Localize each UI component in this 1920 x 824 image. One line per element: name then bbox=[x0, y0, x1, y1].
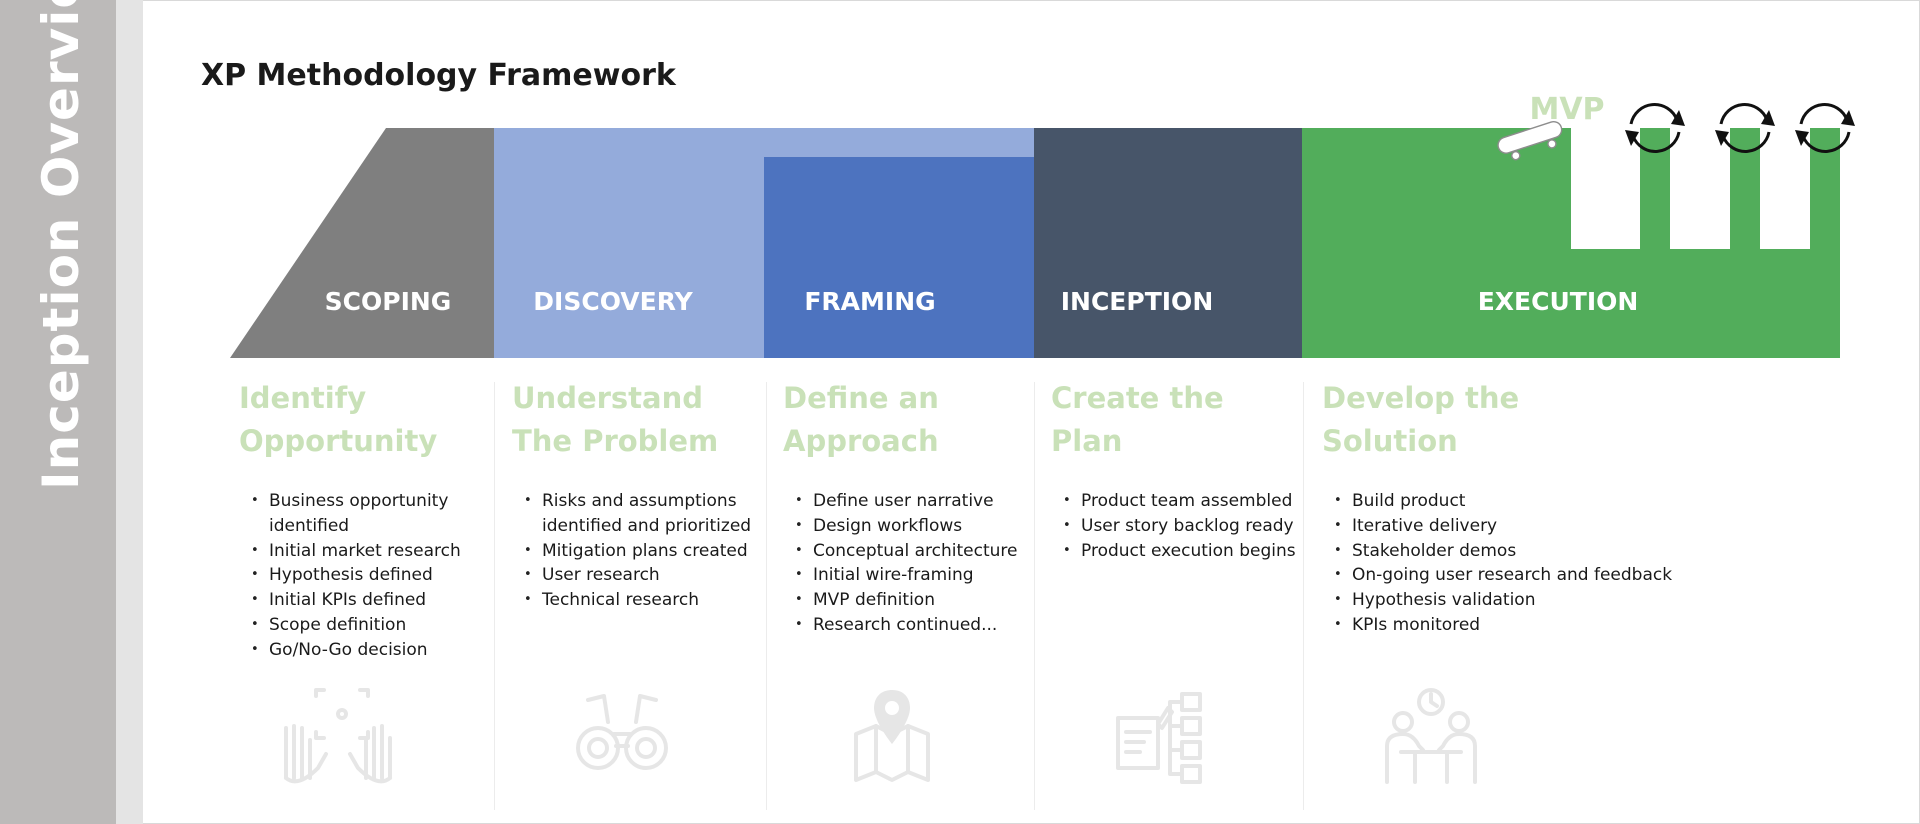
list-item: Product execution begins bbox=[1063, 539, 1301, 564]
phase-label-inception: INCEPTION bbox=[1061, 287, 1214, 316]
column-heading: Develop the Solution bbox=[1322, 381, 1520, 458]
phase-diagram: SCOPING DISCOVERY FRAMING INCEPTION EXEC… bbox=[230, 92, 1855, 358]
iteration-cycle-icon bbox=[1715, 103, 1775, 153]
list-item: User story backlog ready bbox=[1063, 514, 1301, 539]
side-band bbox=[0, 0, 116, 824]
skateboard-icon bbox=[1497, 120, 1563, 161]
list-item: Business opportunity identified bbox=[251, 489, 489, 539]
list-item: Initial market research bbox=[251, 539, 489, 564]
list-item: Product team assembled bbox=[1063, 489, 1301, 514]
mvp-label: MVP bbox=[1529, 92, 1604, 127]
phase-column-execution: Develop the Solution Build product Itera… bbox=[1322, 377, 1722, 638]
column-divider bbox=[766, 382, 767, 810]
phase-label-discovery: DISCOVERY bbox=[533, 287, 693, 316]
phase-column-scoping: Identify Opportunity Business opportunit… bbox=[239, 377, 489, 663]
phase-column-framing: Define an Approach Define user narrative… bbox=[783, 377, 1033, 638]
list-item: Iterative delivery bbox=[1334, 514, 1722, 539]
list-item: Build product bbox=[1334, 489, 1722, 514]
phase-block-inception bbox=[1034, 128, 1302, 358]
list-item: KPIs monitored bbox=[1334, 613, 1722, 638]
list-item: On-going user research and feedback bbox=[1334, 563, 1722, 588]
column-list: Risks and assumptions identified and pri… bbox=[524, 489, 762, 613]
list-item: Define user narrative bbox=[795, 489, 1033, 514]
list-item: Hypothesis validation bbox=[1334, 588, 1722, 613]
column-heading: Understand The Problem bbox=[512, 381, 719, 458]
plan-checklist-icon bbox=[1116, 692, 1202, 784]
list-item: Conceptual architecture bbox=[795, 539, 1033, 564]
phase-block-scoping bbox=[230, 128, 494, 358]
list-item: User research bbox=[524, 563, 762, 588]
phase-label-scoping: SCOPING bbox=[325, 287, 452, 316]
column-divider bbox=[494, 382, 495, 810]
list-item: Initial wire-framing bbox=[795, 563, 1033, 588]
column-heading: Create the Plan bbox=[1051, 381, 1224, 458]
map-pin-icon bbox=[854, 690, 930, 782]
page-title: XP Methodology Framework bbox=[201, 58, 676, 93]
column-list: Build product Iterative delivery Stakeho… bbox=[1334, 489, 1722, 638]
phase-block-execution bbox=[1302, 128, 1840, 358]
phase-label-execution: EXECUTION bbox=[1478, 287, 1639, 316]
list-item: Mitigation plans created bbox=[524, 539, 762, 564]
binoculars-icon bbox=[576, 694, 668, 770]
iteration-cycle-icon bbox=[1625, 103, 1685, 153]
column-divider bbox=[1034, 382, 1035, 810]
column-list: Define user narrative Design workflows C… bbox=[795, 489, 1033, 638]
list-item: Go/No-Go decision bbox=[251, 638, 489, 663]
list-item: MVP definition bbox=[795, 588, 1033, 613]
list-item: Scope definition bbox=[251, 613, 489, 638]
column-heading: Identify Opportunity bbox=[239, 381, 438, 458]
list-item: Hypothesis defined bbox=[251, 563, 489, 588]
list-item: Stakeholder demos bbox=[1334, 539, 1722, 564]
list-item: Risks and assumptions identified and pri… bbox=[524, 489, 762, 539]
list-item: Initial KPIs defined bbox=[251, 588, 489, 613]
phase-label-framing: FRAMING bbox=[804, 287, 935, 316]
phase-column-discovery: Understand The Problem Risks and assumpt… bbox=[512, 377, 762, 613]
list-item: Design workflows bbox=[795, 514, 1033, 539]
phase-block-framing bbox=[764, 157, 1034, 358]
column-heading: Define an Approach bbox=[783, 381, 939, 458]
team-meeting-icon bbox=[1385, 688, 1477, 784]
column-list: Product team assembled User story backlo… bbox=[1063, 489, 1301, 563]
list-item: Research continued... bbox=[795, 613, 1033, 638]
column-list: Business opportunity identified Initial … bbox=[251, 489, 489, 663]
list-item: Technical research bbox=[524, 588, 762, 613]
hands-frame-icon bbox=[284, 688, 392, 784]
column-divider bbox=[1303, 382, 1304, 810]
side-strip bbox=[116, 0, 143, 824]
iteration-cycle-icon bbox=[1795, 103, 1855, 153]
phase-column-inception: Create the Plan Product team assembled U… bbox=[1051, 377, 1301, 563]
